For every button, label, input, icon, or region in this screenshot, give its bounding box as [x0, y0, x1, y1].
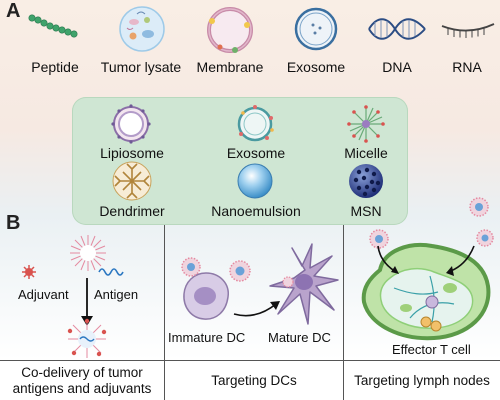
label-adjuvant: Adjuvant — [18, 287, 69, 302]
label-exosome-antigen: Exosome — [286, 59, 346, 75]
particle-icon-ln-3 — [476, 229, 494, 247]
panel-a-letter: A — [6, 0, 21, 22]
label-nanoemulsion: Nanoemulsion — [211, 203, 301, 219]
lymph-arrows-icon — [377, 245, 475, 276]
label-immature-dc: Immature DC — [168, 330, 246, 345]
particle-icon-ln-1 — [369, 229, 389, 249]
dendrimer-icon — [112, 161, 152, 201]
nanoparticle-icon — [70, 235, 106, 271]
label-dendrimer: Dendrimer — [99, 203, 165, 219]
caption-top-rule — [0, 360, 500, 361]
caption-targeting-lymph: Targeting lymph nodes — [354, 372, 490, 388]
particle-icon-ln-2 — [469, 197, 489, 217]
immature-dc-icon — [183, 272, 229, 320]
label-antigen: Antigen — [94, 287, 139, 302]
micelle-icon — [347, 105, 385, 143]
label-msn: MSN — [350, 203, 382, 219]
adjuvant-icon — [22, 265, 36, 279]
nanoemulsion-icon — [237, 163, 273, 199]
particle-icon-dc-1 — [181, 257, 201, 277]
divider-2 — [343, 225, 344, 400]
msn-icon — [349, 164, 383, 198]
label-membrane: Membrane — [196, 59, 264, 75]
label-tumor-lysate: Tumor lysate — [100, 59, 182, 75]
peptide-icon — [28, 14, 78, 38]
mature-dc-icon — [269, 243, 339, 325]
tumor-lysate-icon — [119, 6, 165, 52]
maturation-arrow-icon — [233, 301, 280, 317]
exosome-icon — [294, 7, 338, 51]
caption-codelivery: Co-delivery of tumor antigens and adjuva… — [0, 361, 164, 400]
label-rna: RNA — [452, 59, 482, 75]
label-liposome: Lipiosome — [100, 145, 164, 161]
label-peptide: Peptide — [31, 59, 79, 75]
loaded-nanoparticle-icon — [67, 318, 107, 358]
membrane-icon — [207, 7, 253, 53]
caption-targeting-dcs: Targeting DCs — [211, 372, 297, 388]
divider-1 — [164, 225, 165, 400]
liposome-icon — [111, 104, 151, 144]
label-effector-t-cell: Effector T cell — [392, 342, 471, 357]
exosome-carrier-icon — [237, 105, 274, 142]
label-micelle: Micelle — [344, 145, 388, 161]
dna-icon — [368, 18, 426, 40]
caption-codelivery-line2: antigens and adjuvants — [12, 380, 152, 396]
particle-icon-dc-2 — [229, 260, 251, 282]
label-mature-dc: Mature DC — [268, 330, 331, 345]
antigen-wave-icon — [98, 268, 124, 276]
panel-b-letter: B — [6, 212, 21, 234]
rna-icon — [441, 23, 495, 38]
caption-codelivery-line1: Co-delivery of tumor — [21, 364, 143, 380]
label-dna: DNA — [382, 59, 412, 75]
label-exosome-carrier: Exosome — [226, 145, 286, 161]
